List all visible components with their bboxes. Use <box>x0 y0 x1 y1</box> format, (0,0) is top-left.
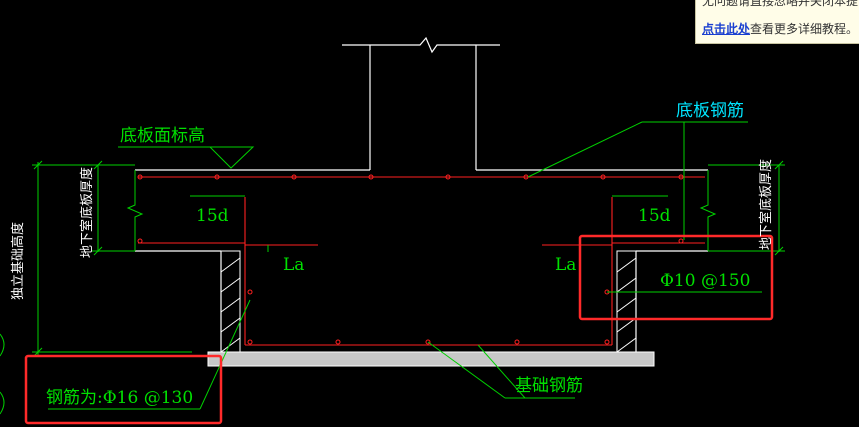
slab-top-elevation-label: 底板面标高 <box>120 126 205 146</box>
rebar-lines <box>138 176 705 346</box>
tooltip-line-2-text: 查看更多详细教程。 <box>750 22 859 36</box>
rebar-section-dots <box>137 174 684 345</box>
left-side-hatch <box>220 250 241 353</box>
column-outline <box>342 36 500 170</box>
foundation-rebar-label: 基础钢筋 <box>515 376 583 396</box>
cushion-layer <box>207 351 655 367</box>
tutorial-link[interactable]: 点击此处 <box>702 22 751 36</box>
tooltip-line-2: 点击此处查看更多详细教程。 <box>702 20 858 37</box>
right-slab-thickness-label: 地下室底板厚度 <box>758 159 774 250</box>
slab-rebar-label: 底板钢筋 <box>676 101 744 121</box>
rebar-spec-left-label: 钢筋为:Φ16 @130 <box>46 388 193 408</box>
right-side-hatch <box>616 250 637 353</box>
rebar-spec-right-label: Φ10 @150 <box>660 271 750 291</box>
highlight-box-right <box>578 234 774 321</box>
left-slab-thickness-label: 地下室底板厚度 <box>79 167 95 258</box>
anchor-15d-right-label: 15d <box>638 206 671 226</box>
dimension-lines <box>0 121 785 415</box>
footing-height-label: 独立基础高度 <box>10 222 26 300</box>
anchor-15d-left-label: 15d <box>196 206 229 226</box>
la-right-label: La <box>555 255 576 275</box>
tooltip-line-1: 无问题请直接忽略并关闭本提 <box>702 0 859 8</box>
help-tooltip: 无问题请直接忽略并关闭本提 点击此处查看更多详细教程。 <box>695 0 859 44</box>
highlight-box-left <box>24 354 223 425</box>
la-left-label: La <box>283 255 304 275</box>
